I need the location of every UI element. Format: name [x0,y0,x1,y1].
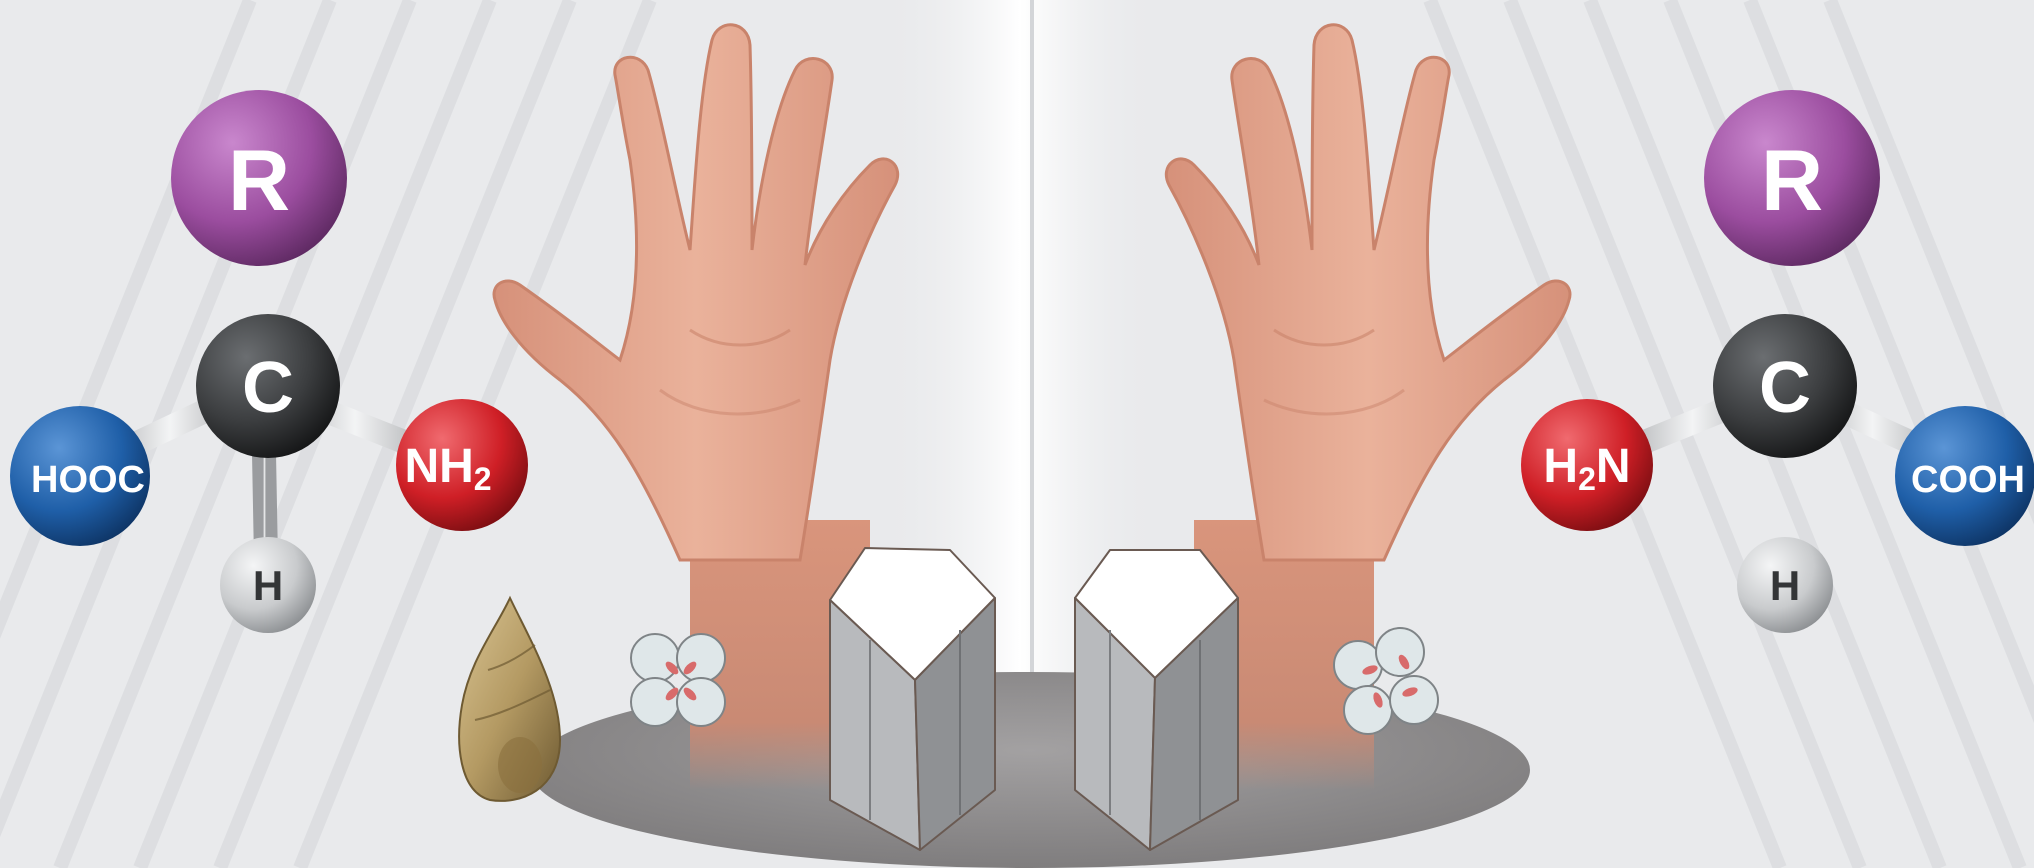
left-c-label: C [242,348,294,428]
right-r-label: R [1761,133,1823,229]
left-r-label: R [228,133,290,229]
right-h-label: H [1770,562,1800,609]
right-crystal-icon [1075,550,1238,850]
left-crystal-icon [830,548,995,850]
left-h-label: H [253,562,283,609]
right-c-label: C [1759,348,1811,428]
right-cooh-label: COOH [1911,459,2025,501]
left-cooh-label: HOOC [31,459,145,501]
